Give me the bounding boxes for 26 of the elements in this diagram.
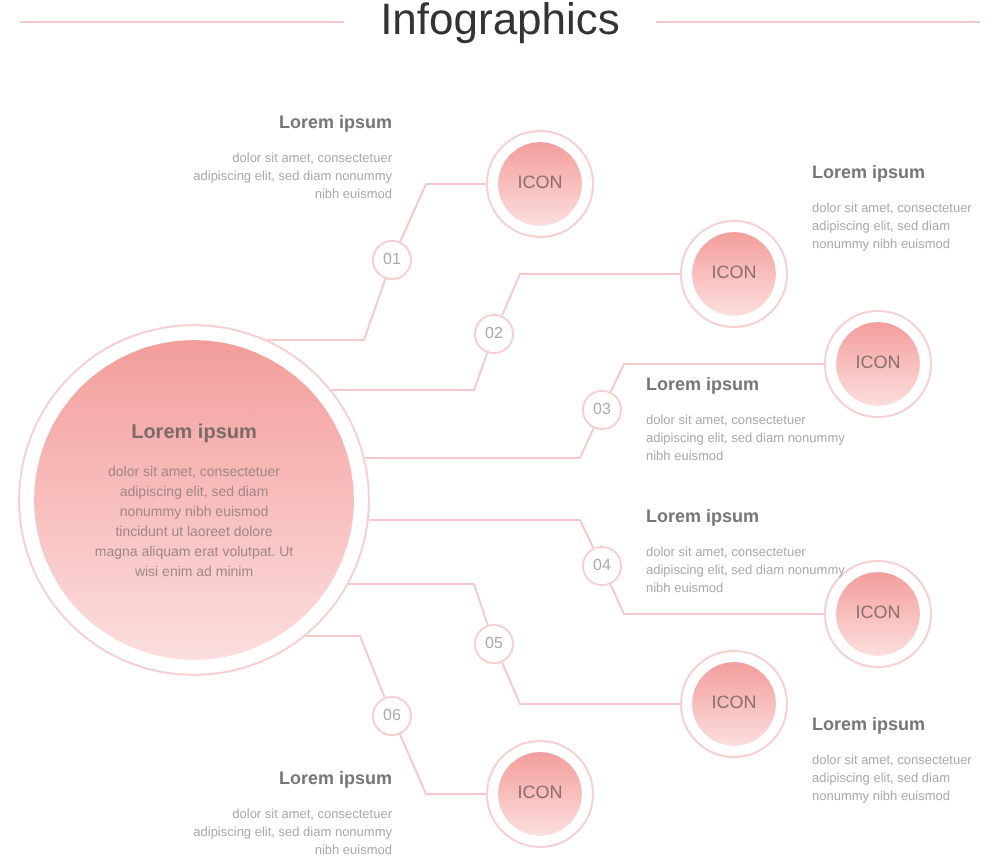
icon-label: ICON	[517, 780, 563, 807]
icon-label: ICON	[711, 690, 757, 717]
icon-label: ICON	[855, 600, 901, 627]
connector-line	[500, 661, 681, 705]
connector-line	[399, 733, 487, 795]
connector-line	[609, 583, 825, 615]
heading: Lorem ipsum	[812, 712, 926, 738]
icon-label: ICON	[517, 170, 563, 197]
heading: Lorem ipsum	[278, 110, 392, 136]
connector-line	[266, 277, 387, 341]
connector-line	[363, 427, 595, 459]
heading: Lorem ipsum	[646, 372, 760, 398]
connector-line	[500, 273, 681, 317]
connector-line	[609, 363, 825, 393]
heading: Lorem ipsum	[278, 766, 392, 792]
heading: Lorem ipsum	[812, 160, 926, 186]
connector-line	[330, 351, 489, 391]
heading: Lorem ipsum	[131, 419, 257, 447]
connector-line	[399, 183, 487, 243]
icon-label: ICON	[855, 350, 901, 377]
connector-line	[347, 583, 489, 627]
heading: Lorem ipsum	[646, 504, 760, 530]
title: Infographics	[378, 0, 622, 48]
connector-line	[367, 519, 595, 549]
icon-label: ICON	[711, 260, 757, 287]
connector-line	[304, 635, 386, 699]
